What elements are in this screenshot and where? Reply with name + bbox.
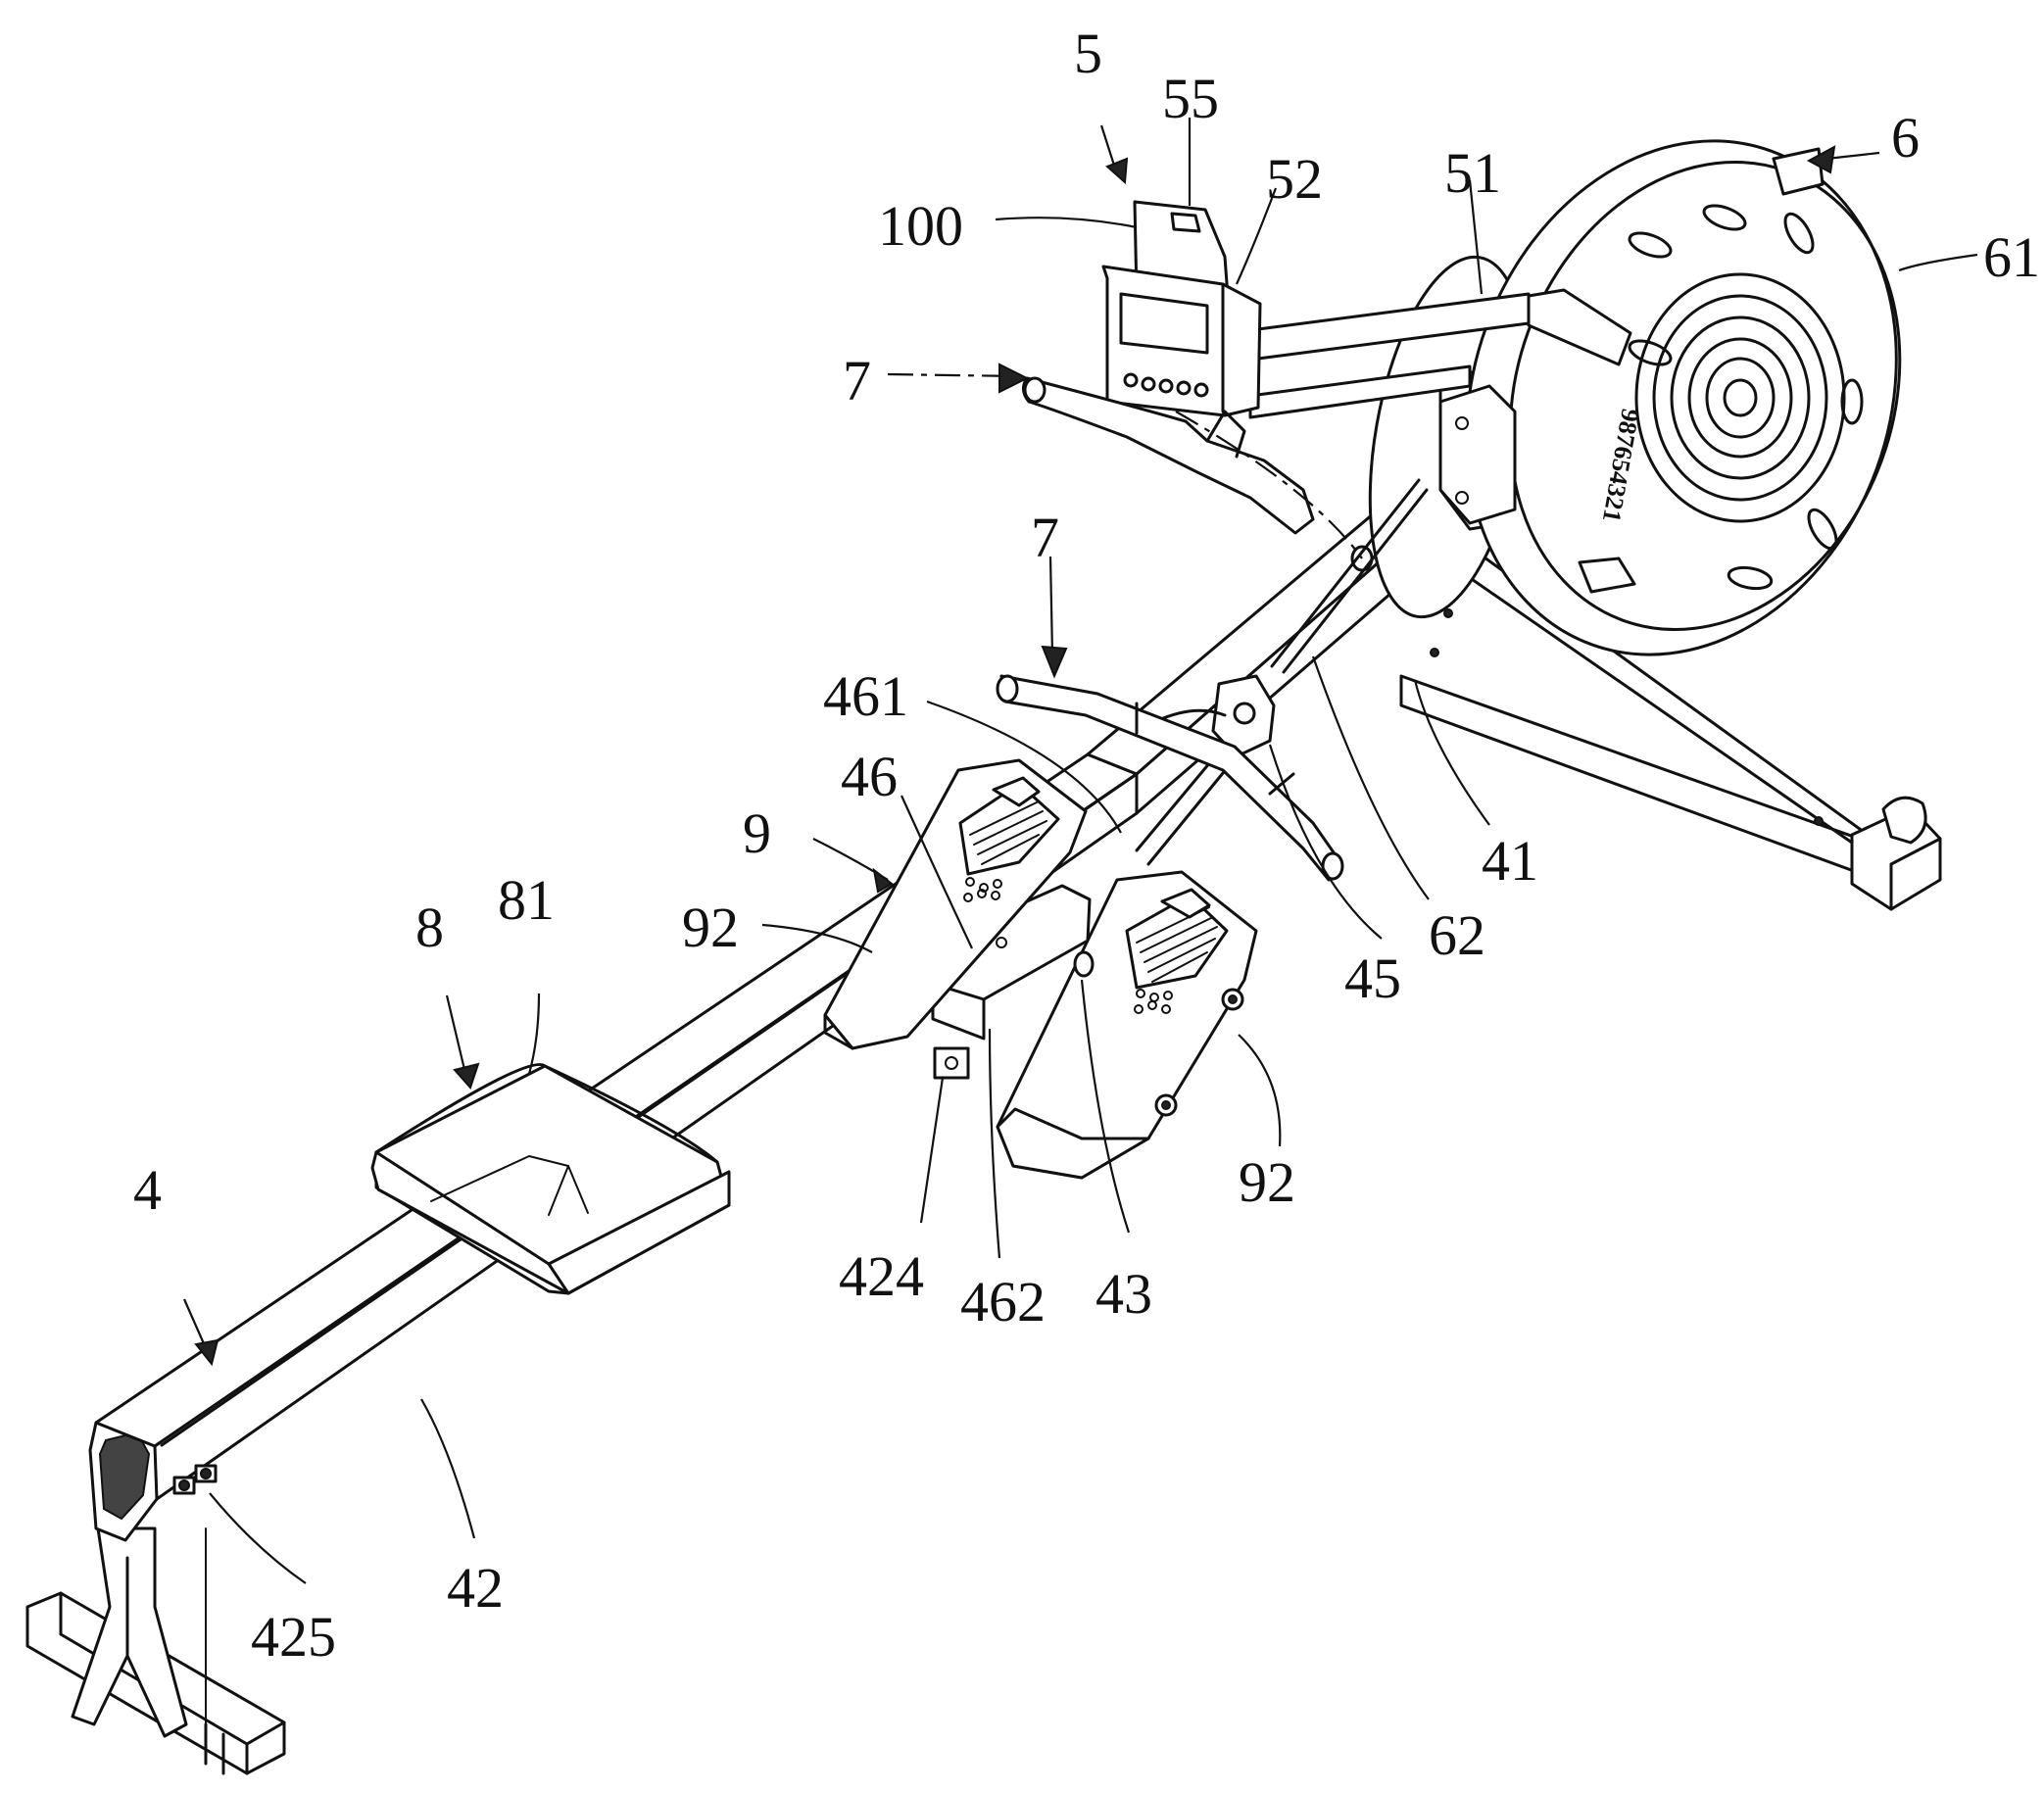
label-5: 5 <box>1074 22 1102 85</box>
label-4: 4 <box>133 1158 162 1222</box>
label-41: 41 <box>1482 829 1538 893</box>
label-462: 462 <box>960 1270 1046 1333</box>
label-92-left: 92 <box>682 896 739 959</box>
label-62: 62 <box>1429 903 1485 967</box>
label-45: 45 <box>1344 946 1401 1010</box>
label-9: 9 <box>743 801 771 865</box>
foot-rest-assembly <box>825 760 1256 1178</box>
label-461: 461 <box>823 664 908 728</box>
label-100: 100 <box>878 194 963 258</box>
label-7-upper: 7 <box>843 349 871 412</box>
label-55: 55 <box>1162 67 1219 130</box>
monitor-console <box>1103 202 1260 415</box>
label-42: 42 <box>447 1556 504 1620</box>
label-8: 8 <box>415 896 444 959</box>
label-43: 43 <box>1095 1262 1152 1326</box>
label-7-lower: 7 <box>1031 506 1059 569</box>
label-51: 51 <box>1444 141 1501 205</box>
label-61: 61 <box>1983 225 2040 289</box>
label-92-right: 92 <box>1239 1150 1295 1214</box>
flywheel-housing: 987654321 <box>1345 80 1967 716</box>
label-425: 425 <box>251 1605 336 1669</box>
label-52: 52 <box>1266 147 1323 211</box>
label-424: 424 <box>839 1244 924 1308</box>
label-46: 46 <box>841 745 898 808</box>
label-6: 6 <box>1891 106 1920 170</box>
label-81: 81 <box>498 868 555 932</box>
